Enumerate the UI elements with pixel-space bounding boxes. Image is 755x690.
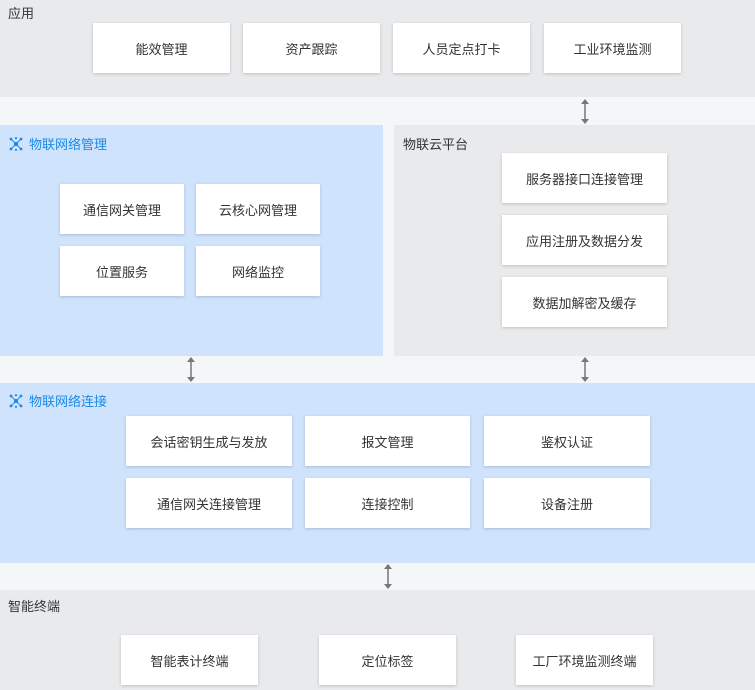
- conn-item-session-key: 会话密钥生成与发放: [126, 416, 292, 466]
- app-item-asset-tracking: 资产跟踪: [243, 23, 380, 73]
- network-nodes-icon: [9, 394, 23, 408]
- arrow-cloud-connection: [580, 356, 590, 383]
- cloud-platform-title: 物联云平台: [403, 138, 469, 153]
- terminal-item-smart-meter: 智能表计终端: [121, 635, 258, 685]
- app-layer-title: 应用: [8, 7, 35, 22]
- network-conn-panel: [0, 383, 755, 563]
- conn-item-message: 报文管理: [305, 416, 470, 466]
- arrow-app-cloud: [580, 98, 590, 125]
- conn-item-connection-control: 连接控制: [305, 478, 470, 528]
- cloud-item-app-registration: 应用注册及数据分发: [502, 215, 667, 265]
- network-nodes-icon: [9, 137, 23, 151]
- app-item-energy: 能效管理: [93, 23, 230, 73]
- app-item-attendance: 人员定点打卡: [393, 23, 530, 73]
- network-mgmt-title: 物联网络管理: [9, 137, 107, 154]
- cloud-item-server-interface: 服务器接口连接管理: [502, 153, 667, 203]
- network-mgmt-item-location: 位置服务: [60, 246, 184, 296]
- terminal-item-factory-monitor: 工厂环境监测终端: [516, 635, 653, 685]
- network-mgmt-item-monitor: 网络监控: [196, 246, 320, 296]
- network-mgmt-title-text: 物联网络管理: [29, 138, 108, 153]
- network-mgmt-item-core-network: 云核心网管理: [196, 184, 320, 234]
- cloud-item-encryption: 数据加解密及缓存: [502, 277, 667, 327]
- network-conn-title: 物联网络连接: [9, 394, 107, 411]
- network-mgmt-panel: [0, 125, 383, 356]
- conn-item-device-registration: 设备注册: [484, 478, 650, 528]
- terminal-layer-title: 智能终端: [8, 600, 61, 615]
- terminal-item-location-tag: 定位标签: [319, 635, 456, 685]
- conn-item-auth: 鉴权认证: [484, 416, 650, 466]
- network-conn-title-text: 物联网络连接: [29, 395, 108, 410]
- app-item-env-monitor: 工业环境监测: [544, 23, 681, 73]
- network-mgmt-item-gateway: 通信网关管理: [60, 184, 184, 234]
- conn-item-gateway-connection: 通信网关连接管理: [126, 478, 292, 528]
- arrow-mgmt-connection: [186, 356, 196, 383]
- arrow-connection-terminal: [383, 563, 393, 590]
